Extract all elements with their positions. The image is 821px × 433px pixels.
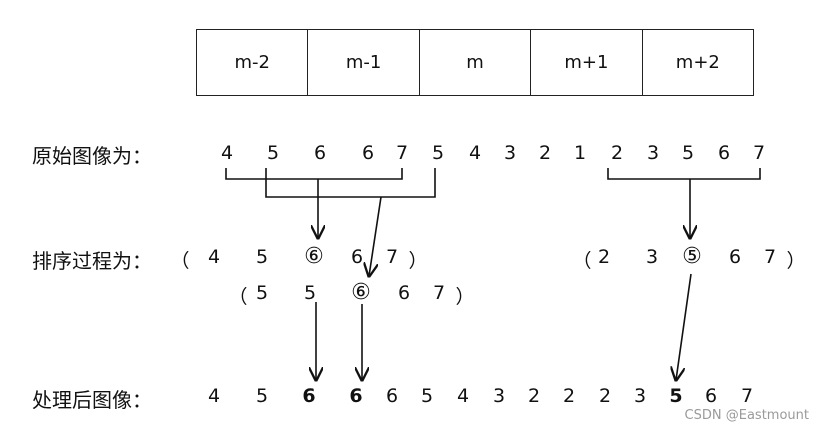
result-value-bold: 6	[302, 385, 316, 407]
watermark: CSDN @Eastmount	[684, 408, 809, 423]
original-value: 3	[503, 142, 517, 164]
bracket-window-3	[607, 168, 761, 180]
result-value: 3	[492, 385, 506, 407]
result-value: 4	[456, 385, 470, 407]
sort-value: 6	[350, 246, 364, 268]
result-value: 4	[207, 385, 221, 407]
sort-bracket: （	[228, 286, 248, 308]
sort-median: ⑤	[682, 244, 702, 269]
arrow-to-sort-3	[369, 196, 382, 276]
sort-value: 7	[385, 246, 399, 268]
sort-value: 5	[255, 246, 269, 268]
original-value: 2	[610, 142, 624, 164]
sort-value: 6	[728, 246, 742, 268]
result-value: 5	[420, 385, 434, 407]
sort-median: ⑥	[351, 280, 371, 305]
result-value: 3	[633, 385, 647, 407]
window-cell: m-2	[197, 30, 309, 95]
arrow-to-result-3	[676, 273, 692, 380]
sort-value: 7	[763, 246, 777, 268]
window-cell: m	[420, 30, 532, 95]
original-value: 6	[717, 142, 731, 164]
original-label: 原始图像为：	[32, 144, 152, 168]
original-value: 7	[395, 142, 409, 164]
original-value: 5	[681, 142, 695, 164]
bracket-window-2	[265, 168, 436, 198]
window-table: m-2 m-1 m m+1 m+2	[196, 29, 754, 96]
sort-value: 3	[645, 246, 659, 268]
original-value: 1	[573, 142, 587, 164]
original-value: 6	[361, 142, 375, 164]
process-label: 排序过程为：	[32, 249, 152, 273]
original-value: 5	[431, 142, 445, 164]
result-value: 2	[562, 385, 576, 407]
result-value: 5	[255, 385, 269, 407]
sort-value: 5	[255, 282, 269, 304]
window-cell: m+1	[531, 30, 643, 95]
original-value: 3	[646, 142, 660, 164]
result-value-bold: 6	[349, 385, 363, 407]
sort-value: 5	[303, 282, 317, 304]
result-value: 2	[527, 385, 541, 407]
sort-median: ⑥	[304, 244, 324, 269]
sort-value: 2	[597, 246, 611, 268]
result-value: 6	[385, 385, 399, 407]
original-value: 5	[266, 142, 280, 164]
original-value: 7	[752, 142, 766, 164]
original-value: 4	[468, 142, 482, 164]
sort-value: 6	[397, 282, 411, 304]
sort-value: 4	[207, 246, 221, 268]
sort-value: 7	[432, 282, 446, 304]
window-cell: m+2	[675, 52, 720, 73]
result-value: 6	[704, 385, 718, 407]
sort-bracket: （	[170, 250, 190, 272]
sort-bracket: ）	[455, 286, 475, 308]
result-value: 7	[740, 385, 754, 407]
sort-bracket: （	[572, 250, 592, 272]
result-value-bold: 5	[669, 385, 683, 407]
window-cell: m-1	[308, 30, 420, 95]
original-value: 6	[313, 142, 327, 164]
original-value: 4	[220, 142, 234, 164]
result-label: 处理后图像：	[32, 388, 152, 412]
bracket-window-1	[225, 168, 403, 180]
original-value: 2	[538, 142, 552, 164]
result-value: 2	[598, 385, 612, 407]
sort-bracket: ）	[786, 250, 806, 272]
sort-bracket: ）	[408, 250, 428, 272]
